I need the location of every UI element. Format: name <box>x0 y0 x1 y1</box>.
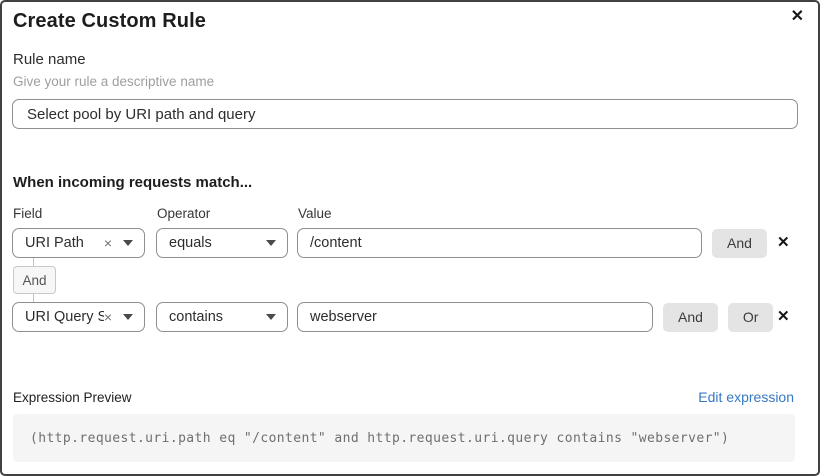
condition-row: URI Path × equals And ✕ <box>12 228 790 258</box>
connector-line <box>33 258 34 267</box>
field-select[interactable]: URI Path × <box>12 228 145 258</box>
expression-preview-code: (http.request.uri.path eq "/content" and… <box>13 414 795 462</box>
chevron-down-icon <box>123 240 133 246</box>
value-column-label: Value <box>298 206 332 221</box>
chevron-down-icon <box>266 240 276 246</box>
rule-name-input[interactable] <box>12 99 798 129</box>
field-select[interactable]: URI Query St... × <box>12 302 145 332</box>
close-icon[interactable]: ✕ <box>790 8 804 25</box>
rule-name-hint: Give your rule a descriptive name <box>13 74 215 89</box>
field-column-label: Field <box>13 206 43 221</box>
dialog-title: Create Custom Rule <box>13 10 206 32</box>
operator-column-label: Operator <box>157 206 211 221</box>
connector-line <box>33 293 34 302</box>
remove-condition-icon[interactable]: ✕ <box>777 308 790 325</box>
operator-select[interactable]: equals <box>156 228 288 258</box>
value-input[interactable] <box>297 302 653 332</box>
operator-select-value: equals <box>169 235 212 251</box>
add-and-button[interactable]: And <box>712 228 767 258</box>
match-heading: When incoming requests match... <box>13 174 253 191</box>
operator-select-value: contains <box>169 309 224 325</box>
value-input[interactable] <box>297 228 702 258</box>
expression-preview-label: Expression Preview <box>13 390 132 405</box>
field-select-value: URI Path <box>25 235 84 251</box>
add-or-button[interactable]: Or <box>727 302 774 332</box>
condition-row: URI Query St... × contains And Or ✕ <box>12 302 790 332</box>
chevron-down-icon <box>123 314 133 320</box>
and-connector-badge[interactable]: And <box>13 266 56 294</box>
field-select-value: URI Query St... <box>25 309 104 325</box>
edit-expression-link[interactable]: Edit expression <box>698 389 794 405</box>
clear-selection-icon[interactable]: × <box>103 235 112 251</box>
clear-selection-icon[interactable]: × <box>103 309 112 325</box>
operator-select[interactable]: contains <box>156 302 288 332</box>
remove-condition-icon[interactable]: ✕ <box>777 234 790 251</box>
rule-name-label: Rule name <box>13 51 86 68</box>
add-and-button[interactable]: And <box>663 302 718 332</box>
chevron-down-icon <box>266 314 276 320</box>
